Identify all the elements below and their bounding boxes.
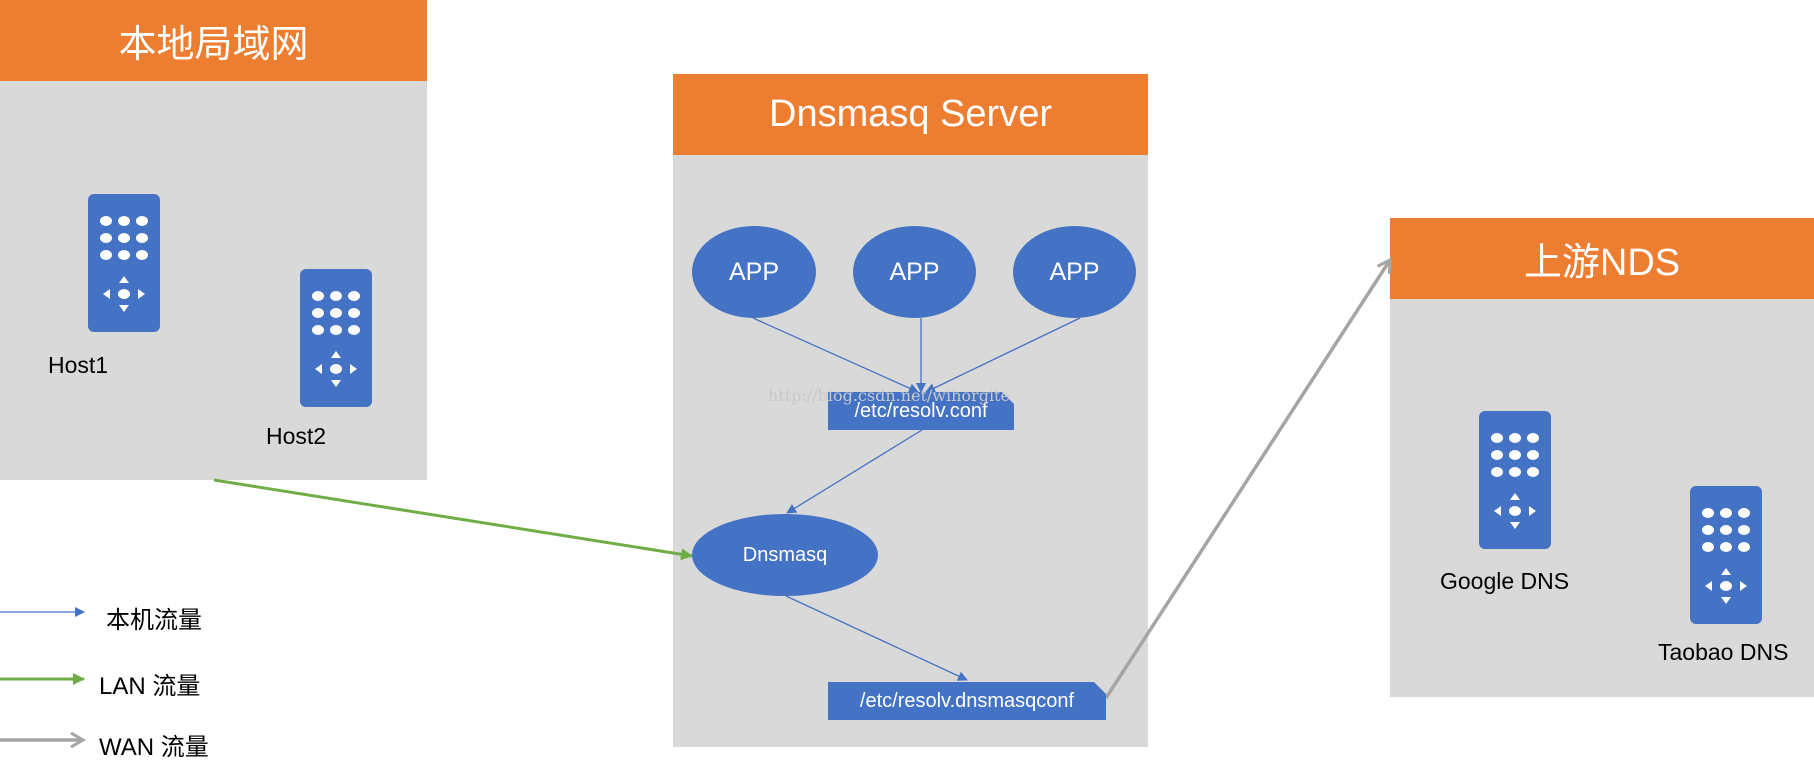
app-node-1: APP xyxy=(692,226,816,318)
legend-wan-flow-label: WAN 流量 xyxy=(99,734,209,761)
dnsmasq-node: Dnsmasq xyxy=(692,514,878,596)
server-panel-title: Dnsmasq Server xyxy=(673,74,1148,155)
taobao-dns-label: Taobao DNS xyxy=(1658,639,1789,665)
lan-panel-title: 本地局域网 xyxy=(0,0,427,81)
dnsmasq-to-dnsmasqconf-arrow xyxy=(785,595,968,681)
upstream-panel-title: 上游NDS xyxy=(1390,218,1814,299)
lan-flow-arrow xyxy=(213,478,693,561)
app3-to-resolv-arrow xyxy=(925,317,1081,393)
host2-label: Host2 xyxy=(266,423,327,449)
google-dns-remote-control-icon xyxy=(1479,411,1551,549)
legend-local-flow-label: 本机流量 xyxy=(106,607,202,634)
legend-lan-flow-label: LAN 流量 xyxy=(99,673,201,700)
host2-remote-control-icon xyxy=(300,269,372,407)
resolv-dnsmasqconf-file: /etc/resolv.dnsmasqconf xyxy=(828,682,1106,720)
resolv-conf-file: /etc/resolv.conf xyxy=(828,392,1014,430)
app-node-3: APP xyxy=(1013,226,1136,318)
wan-flow-arrow xyxy=(1104,260,1390,699)
app1-to-resolv-arrow xyxy=(752,317,919,393)
app-node-2: APP xyxy=(853,226,976,318)
host1-remote-control-icon xyxy=(88,194,160,332)
taobao-dns-remote-control-icon xyxy=(1690,486,1762,624)
host1-label: Host1 xyxy=(48,352,109,378)
google-dns-label: Google DNS xyxy=(1440,568,1570,594)
watermark: http://blog.csdn.net/wihorgite xyxy=(768,386,1010,405)
resolv-to-dnsmasq-arrow xyxy=(786,429,923,514)
